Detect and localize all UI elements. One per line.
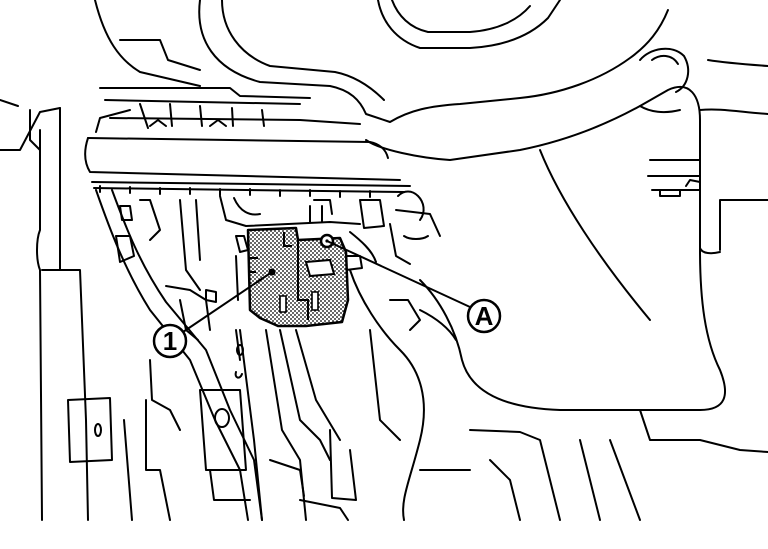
lower-cover-panel bbox=[365, 59, 768, 411]
component-bracket bbox=[219, 190, 441, 379]
leader-line-a bbox=[326, 240, 471, 308]
callout-a-label: A bbox=[475, 301, 494, 331]
highlighted-component bbox=[246, 226, 350, 328]
callout-a-circle bbox=[466, 298, 502, 334]
steering-column-shroud bbox=[94, 0, 690, 123]
leader-lines bbox=[182, 240, 471, 333]
leader-dot-1 bbox=[268, 268, 276, 276]
callout-1: 1 bbox=[152, 323, 188, 359]
center-duct bbox=[179, 199, 768, 521]
callout-1-circle bbox=[152, 323, 188, 359]
leader-line-1 bbox=[182, 271, 273, 333]
callout-a: A bbox=[466, 298, 502, 334]
support-bracket bbox=[95, 189, 263, 521]
callout-1-label: 1 bbox=[163, 326, 177, 356]
instrument-panel-upper bbox=[95, 87, 361, 133]
left-trim-panel bbox=[0, 99, 133, 521]
dash-panel bbox=[84, 137, 411, 198]
